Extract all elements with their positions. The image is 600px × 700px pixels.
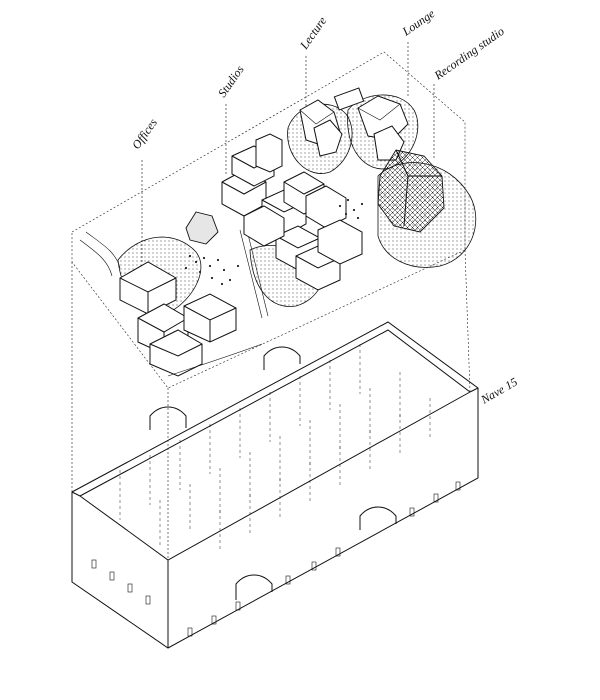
walkway: [239, 225, 269, 319]
site-contour-lines: [79, 231, 121, 277]
recording-studio-building: [377, 149, 445, 233]
studios-buildings: [185, 133, 363, 291]
label-recording-studio: Recording studio: [431, 24, 507, 83]
site-contour-south: [167, 343, 263, 377]
arch-detail: [149, 406, 187, 430]
nave-15-building: [71, 321, 479, 649]
label-offices: Offices: [129, 116, 160, 152]
label-lecture: Lecture: [296, 13, 329, 52]
arch-detail: [359, 506, 397, 530]
label-studios: Studios: [215, 62, 247, 99]
arch-detail: [263, 346, 301, 370]
columns-grid: [119, 344, 431, 552]
site-plan: [71, 51, 477, 389]
leader-lines: [141, 42, 479, 440]
label-nave-15: Nave 15: [478, 375, 520, 407]
label-lounge: Lounge: [399, 6, 438, 39]
crowd-figures: [184, 198, 364, 286]
lecture-building: [287, 99, 353, 174]
wall-openings: [91, 481, 461, 637]
arch-detail: [235, 574, 273, 600]
offices-buildings: [119, 261, 237, 377]
projection-lines: [71, 249, 471, 560]
